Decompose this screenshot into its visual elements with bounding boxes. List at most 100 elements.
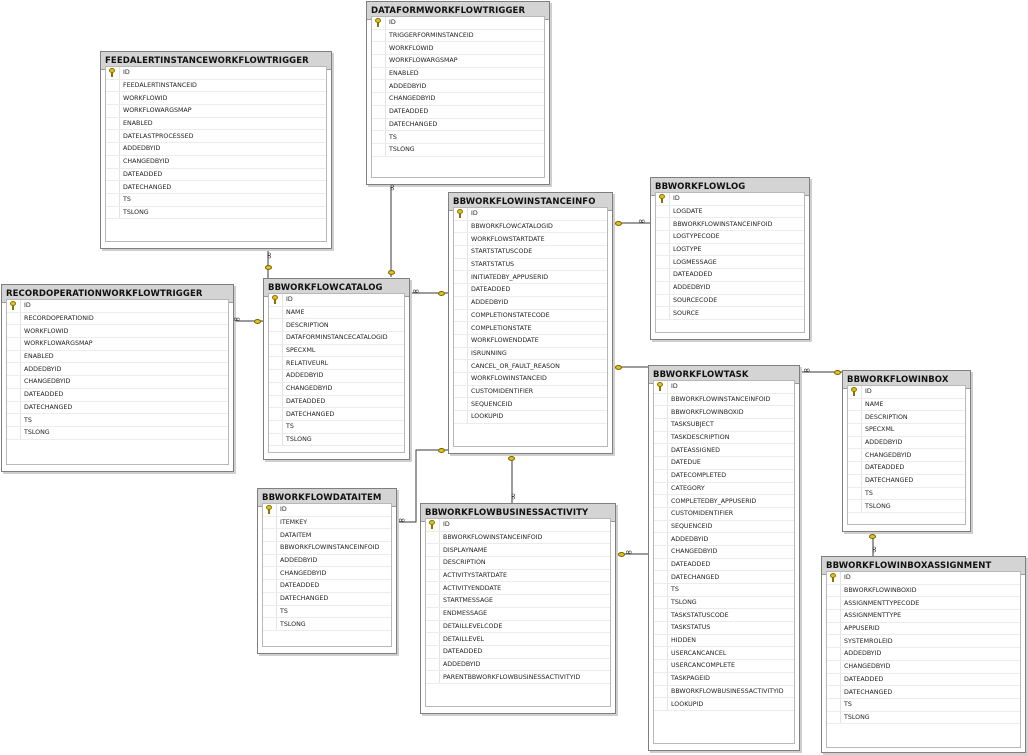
column-row[interactable]: WORKFLOWINSTANCEID <box>454 372 607 386</box>
column-row[interactable]: CATEGORY <box>654 482 794 496</box>
column-row[interactable]: WORKFLOWID <box>372 42 544 56</box>
primary-key-row[interactable]: ID <box>372 17 544 30</box>
column-row[interactable]: BBWORKFLOWINSTANCEINFOID <box>654 393 794 407</box>
column-row[interactable]: DATAITEM <box>263 529 391 543</box>
primary-key-row[interactable]: ID <box>848 386 965 399</box>
column-row[interactable]: TASKSTATUSCODE <box>654 609 794 623</box>
column-row[interactable]: LOGDATE <box>656 205 804 219</box>
column-row[interactable]: TS <box>269 420 404 434</box>
column-row[interactable]: ENABLED <box>7 350 228 364</box>
column-row[interactable]: TSLONG <box>7 426 228 440</box>
column-row[interactable]: DATEASSIGNED <box>654 444 794 458</box>
column-row[interactable]: DISPLAYNAME <box>426 544 610 558</box>
column-row[interactable]: BBWORKFLOWINSTANCEINFOID <box>656 218 804 232</box>
column-row[interactable]: DATEADDED <box>827 673 1020 687</box>
column-row[interactable]: DATEADDED <box>656 269 804 282</box>
column-row[interactable]: WORKFLOWARGSMAP <box>106 105 326 118</box>
column-row[interactable]: ADDEDBYID <box>848 436 965 450</box>
column-row[interactable]: DATECHANGED <box>263 592 391 606</box>
column-row[interactable]: WORKFLOWENDDATE <box>454 334 607 348</box>
column-row[interactable]: APPUSERID <box>827 622 1020 636</box>
column-row[interactable]: TASKDESCRIPTION <box>654 431 794 445</box>
column-row[interactable]: DATECHANGED <box>106 181 326 194</box>
column-row[interactable]: RECORDOPERATIONID <box>7 312 228 326</box>
column-row[interactable]: CHANGEDBYID <box>7 376 228 389</box>
column-row[interactable]: ITEMKEY <box>263 516 391 530</box>
column-row[interactable]: TS <box>827 698 1020 712</box>
column-row[interactable]: ADDEDBYID <box>7 363 228 377</box>
column-row[interactable]: WORKFLOWID <box>106 92 326 106</box>
column-row[interactable]: TASKSUBJECT <box>654 419 794 432</box>
column-row[interactable]: ASSIGNMENTTYPECODE <box>827 597 1020 611</box>
column-row[interactable]: LOGMESSAGE <box>656 256 804 270</box>
column-row[interactable]: ENABLED <box>372 67 544 81</box>
column-row[interactable]: DATECHANGED <box>827 686 1020 699</box>
column-row[interactable]: ADDEDBYID <box>827 648 1020 661</box>
column-row[interactable]: CHANGEDBYID <box>106 155 326 169</box>
column-row[interactable]: WORKFLOWARGSMAP <box>372 55 544 68</box>
column-row[interactable]: CHANGEDBYID <box>654 545 794 559</box>
column-row[interactable]: DESCRIPTION <box>426 557 610 570</box>
column-row[interactable]: BBWORKFLOWCATALOGID <box>454 220 607 234</box>
column-row[interactable]: HIDDEN <box>654 634 794 648</box>
column-row[interactable]: SOURCE <box>656 307 804 320</box>
column-row[interactable]: STARTSTATUSCODE <box>454 246 607 259</box>
column-row[interactable]: DATAFORMINSTANCECATALOGID <box>269 332 404 345</box>
column-row[interactable]: SYSTEMROLEID <box>827 635 1020 649</box>
column-row[interactable]: USERCANCANCEL <box>654 647 794 661</box>
column-row[interactable]: DESCRIPTION <box>848 411 965 425</box>
column-row[interactable]: DATECHANGED <box>269 408 404 421</box>
column-row[interactable]: ADDEDBYID <box>426 658 610 672</box>
column-row[interactable]: SEQUENCEID <box>654 520 794 534</box>
column-row[interactable]: TS <box>7 414 228 427</box>
column-row[interactable]: COMPLETIONSTATECODE <box>454 309 607 323</box>
column-row[interactable]: DATEADDED <box>426 645 610 659</box>
column-row[interactable]: TSLONG <box>372 143 544 157</box>
column-row[interactable]: ADDEDBYID <box>454 296 607 310</box>
column-row[interactable]: DATEADDED <box>372 105 544 119</box>
column-row[interactable]: CHANGEDBYID <box>263 567 391 581</box>
column-row[interactable]: BBWORKFLOWBUSINESSACTIVITYID <box>654 685 794 699</box>
column-row[interactable]: DETAILLEVEL <box>426 633 610 646</box>
primary-key-row[interactable]: ID <box>106 67 326 80</box>
column-row[interactable]: BBWORKFLOWINBOXID <box>827 584 1020 598</box>
primary-key-row[interactable]: ID <box>654 381 794 394</box>
column-row[interactable]: ENABLED <box>106 117 326 131</box>
column-row[interactable]: SPECXML <box>848 424 965 437</box>
column-row[interactable]: TASKPAGEID <box>654 672 794 686</box>
column-row[interactable]: TSLONG <box>827 711 1020 725</box>
column-row[interactable]: LOOKUPID <box>454 411 607 424</box>
column-row[interactable]: ENDMESSAGE <box>426 607 610 621</box>
column-row[interactable]: ADDEDBYID <box>106 143 326 156</box>
column-row[interactable]: FEEDALERTINSTANCEID <box>106 79 326 93</box>
column-row[interactable]: TSLONG <box>269 433 404 447</box>
column-row[interactable]: TSLONG <box>848 500 965 513</box>
primary-key-row[interactable]: ID <box>7 300 228 313</box>
column-row[interactable]: ADDEDBYID <box>654 533 794 546</box>
column-row[interactable]: SOURCECODE <box>656 294 804 308</box>
column-row[interactable]: BBWORKFLOWINSTANCEINFOID <box>263 542 391 555</box>
column-row[interactable]: STARTMESSAGE <box>426 595 610 608</box>
column-row[interactable]: DATECOMPLETED <box>654 469 794 483</box>
column-row[interactable]: INITIATEDBY_APPUSERID <box>454 271 607 285</box>
column-row[interactable]: TS <box>263 605 391 619</box>
column-row[interactable]: RELATIVEURL <box>269 357 404 371</box>
column-row[interactable]: TS <box>654 584 794 597</box>
column-row[interactable]: ACTIVITYENDDATE <box>426 582 610 596</box>
primary-key-row[interactable]: ID <box>656 193 804 206</box>
column-row[interactable]: TSLONG <box>654 596 794 610</box>
column-row[interactable]: TSLONG <box>106 206 326 220</box>
column-row[interactable]: DETAILLEVELCODE <box>426 620 610 634</box>
column-row[interactable]: DATECHANGED <box>654 571 794 584</box>
primary-key-row[interactable]: ID <box>454 208 607 221</box>
column-row[interactable]: TASKSTATUS <box>654 622 794 635</box>
column-row[interactable]: LOOKUPID <box>654 698 794 711</box>
column-row[interactable]: COMPLETEDBY_APPUSERID <box>654 495 794 508</box>
column-row[interactable]: CHANGEDBYID <box>372 93 544 106</box>
column-row[interactable]: DATECHANGED <box>372 118 544 132</box>
primary-key-row[interactable]: ID <box>426 519 610 532</box>
